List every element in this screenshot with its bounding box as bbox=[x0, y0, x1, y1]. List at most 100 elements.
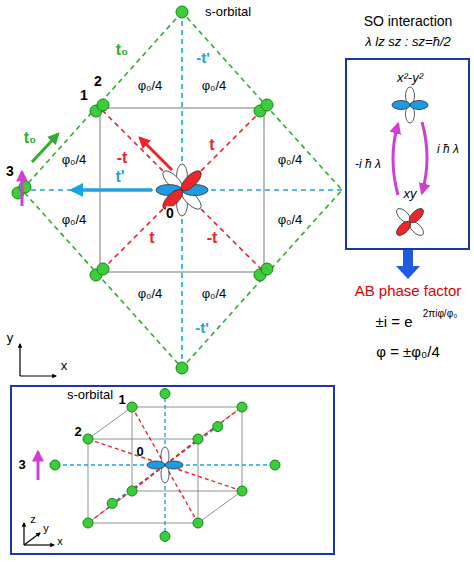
orbital-lobe bbox=[410, 101, 428, 110]
box-text: 0 bbox=[136, 445, 143, 459]
lattice-label: 2 bbox=[94, 74, 102, 89]
s-orbital-site bbox=[237, 402, 247, 412]
so-arrow bbox=[422, 122, 427, 193]
formula-text: ±i = e bbox=[375, 314, 412, 331]
bond-line bbox=[88, 439, 198, 440]
lattice-label: t bbox=[149, 229, 154, 247]
bond-line bbox=[88, 523, 198, 524]
hopping-arrow bbox=[140, 138, 172, 170]
lattice-label: x bbox=[61, 359, 68, 373]
orbital-lobe bbox=[392, 101, 410, 110]
s-orbital-site bbox=[193, 518, 203, 528]
s-orbital-site bbox=[261, 99, 273, 111]
bond-line bbox=[198, 439, 199, 523]
box-text: 2 bbox=[74, 425, 81, 439]
s-orbital-site bbox=[127, 486, 137, 496]
lattice-label: t' bbox=[115, 168, 124, 186]
bond-line bbox=[88, 491, 132, 523]
lattice-label: t₀ bbox=[24, 129, 37, 147]
lattice-label: -t' bbox=[195, 320, 209, 337]
s-orbital-site bbox=[176, 362, 188, 374]
orbital-lobe bbox=[147, 461, 165, 469]
lattice-label: φ₀/4 bbox=[62, 213, 87, 227]
cubic-lattice-box: s-orbital 1 2 3 0 yz x bbox=[10, 385, 335, 555]
formula-text: AB phase factor bbox=[355, 283, 462, 300]
lattice-label: s-orbital bbox=[205, 5, 251, 19]
hopping-arrow bbox=[20, 375, 56, 376]
bond-line bbox=[165, 407, 242, 465]
box-text: -i ħ λ bbox=[355, 158, 381, 171]
s-orbital-site bbox=[97, 99, 109, 111]
bond-line bbox=[88, 407, 132, 439]
lattice-label: -t bbox=[207, 229, 218, 247]
s-orbital-site bbox=[270, 460, 280, 470]
hopping-arrow bbox=[72, 188, 152, 192]
box-text: y bbox=[43, 522, 49, 534]
lattice-label: φ₀/4 bbox=[202, 79, 227, 93]
lattice-label: -t' bbox=[196, 50, 210, 67]
hopping-arrow bbox=[23, 523, 24, 545]
bond-line bbox=[242, 407, 243, 491]
lattice-label: φ₀/4 bbox=[278, 153, 303, 167]
lattice-drawing bbox=[12, 6, 428, 545]
s-orbital-site bbox=[160, 531, 170, 541]
lattice-label: φ₀/4 bbox=[202, 287, 227, 301]
bond-line bbox=[88, 439, 89, 523]
box-text: x²-y² bbox=[397, 71, 423, 85]
lattice-label: φ₀/4 bbox=[138, 79, 163, 93]
lattice-label: t bbox=[209, 136, 214, 154]
s-orbital-site bbox=[237, 486, 247, 496]
bond-line bbox=[112, 465, 165, 503]
formula-text: 2πiφ/φ₀ bbox=[423, 308, 458, 319]
s-orbital-site bbox=[160, 389, 170, 399]
so-interaction-box: SO interactionλ lz sz : sz=ħ/2x²-y²-i ħ … bbox=[345, 58, 470, 250]
nnn-bond bbox=[22, 12, 342, 368]
box-heading: λ lz sz : sz=ħ/2 bbox=[365, 35, 451, 49]
s-orbital-site bbox=[97, 263, 109, 275]
box-text: x bbox=[57, 535, 63, 547]
so-arrow bbox=[393, 124, 398, 195]
s-orbital-site bbox=[261, 263, 273, 275]
bond-line bbox=[132, 407, 133, 491]
lattice-label: φ₀/4 bbox=[62, 153, 87, 167]
hopping-arrow bbox=[24, 544, 54, 545]
s-orbital-site bbox=[50, 460, 60, 470]
bond-line bbox=[198, 491, 242, 523]
s-orbital-site bbox=[83, 434, 93, 444]
s-orbital-site bbox=[127, 402, 137, 412]
box-text: xy bbox=[404, 187, 417, 201]
lattice-label: y bbox=[7, 331, 14, 345]
bond-line bbox=[132, 407, 165, 465]
lattice-label: 1 bbox=[80, 88, 88, 103]
lattice-label: 3 bbox=[6, 164, 14, 179]
s-orbital-site bbox=[107, 498, 117, 508]
lattice-label: φ₀/4 bbox=[138, 287, 163, 301]
lattice-label: 0 bbox=[166, 206, 174, 221]
bond-line bbox=[165, 465, 198, 523]
box-text: 1 bbox=[118, 393, 125, 407]
hopping-arrow bbox=[21, 172, 24, 206]
orbital-lobe bbox=[394, 219, 413, 238]
box-text: 3 bbox=[18, 458, 25, 472]
hopping-arrow bbox=[37, 452, 40, 480]
lattice-label: t₀ bbox=[116, 41, 129, 59]
s-orbital-site bbox=[213, 422, 223, 432]
bond-line bbox=[198, 407, 242, 439]
result-arrow bbox=[396, 250, 420, 279]
s-orbital-site bbox=[193, 434, 203, 444]
hopping-arrow bbox=[19, 344, 20, 376]
box-heading: SO interaction bbox=[364, 14, 453, 29]
s-orbital-site bbox=[83, 518, 93, 528]
box-text: s-orbital bbox=[67, 388, 113, 402]
box-text: i ħ λ bbox=[437, 143, 459, 156]
bond-line bbox=[132, 407, 242, 408]
lattice-label: φ₀/4 bbox=[278, 213, 303, 227]
hopping-arrow bbox=[24, 533, 40, 545]
box-text: z bbox=[30, 513, 36, 525]
orbital-lobe bbox=[165, 461, 183, 469]
lattice-label: -t bbox=[117, 149, 128, 167]
bond-line bbox=[88, 465, 165, 523]
s-orbital-site bbox=[176, 6, 188, 18]
bond-line bbox=[132, 491, 242, 492]
